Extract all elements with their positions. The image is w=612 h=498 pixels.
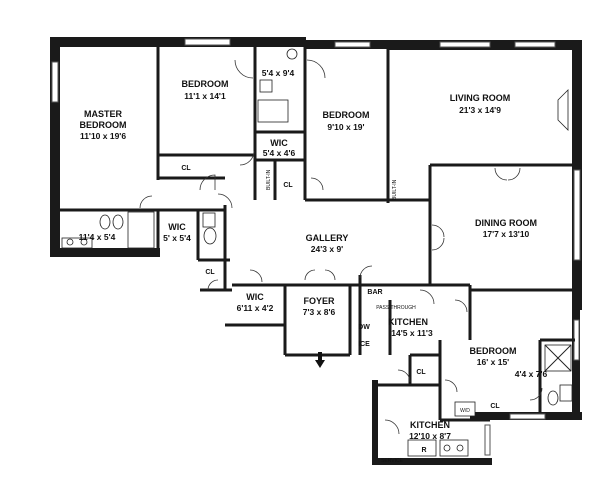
kitchen-service-name: KITCHEN [410, 420, 450, 430]
master-bedroom-dims: 11'10 x 19'6 [80, 131, 126, 141]
pass-through-label: PASS THROUGH [376, 305, 416, 311]
closet-label: CL [490, 403, 500, 410]
fixtures [61, 48, 573, 457]
foyer-name: FOYER [303, 296, 335, 306]
living-room-name: LIVING ROOM [450, 93, 511, 103]
door-swings [139, 59, 543, 435]
bath-top-dims: 5'4 x 9'4 [262, 68, 295, 78]
bar-label: BAR [367, 289, 382, 296]
gallery-dims: 24'3 x 9' [311, 244, 343, 254]
kitchen-main-dims: 14'5 x 11'3 [391, 328, 433, 338]
bedroom-1-dims: 11'1 x 14'1 [184, 91, 226, 101]
wic-top-dims: 5'4 x 4'6 [263, 148, 296, 158]
dining-room-name: DINING ROOM [475, 218, 537, 228]
closet-label: CL [181, 165, 191, 172]
service-label: SERVICE [381, 458, 404, 464]
wic-top-name: WIC [270, 138, 288, 148]
bedroom-2-name: BEDROOM [323, 110, 370, 120]
interior-walls [58, 40, 575, 422]
bedroom-3-dims: 16' x 15' [477, 357, 509, 367]
bedroom-2-dims: 9'10 x 19' [327, 122, 364, 132]
refrigerator-label: R [421, 447, 426, 454]
wic-left-name: WIC [168, 222, 186, 232]
wic-bottom-dims: 6'11 x 4'2 [237, 303, 274, 313]
built-in-label: BUILT-IN [392, 179, 398, 200]
master-bath-dims: 11'4 x 5'4 [79, 232, 116, 242]
bedroom-1-name: BEDROOM [182, 79, 229, 89]
small-labels: CL CL CL CL CL BUILT-IN BUILT-IN BAR PAS… [181, 165, 500, 464]
closet-label: CL [283, 182, 293, 189]
room-labels: MASTER BEDROOM 11'10 x 19'6 BEDROOM 11'1… [79, 68, 548, 441]
washer-dryer-label: W/D [460, 408, 470, 414]
bedroom-3-name: BEDROOM [470, 346, 517, 356]
kitchen-main-name: KITCHEN [388, 317, 428, 327]
wic-bottom-name: WIC [246, 292, 264, 302]
dishwasher-label: DW [358, 324, 370, 331]
bath-right-dims: 4'4 x 7'6 [515, 369, 548, 379]
living-room-dims: 21'3 x 14'9 [459, 105, 501, 115]
foyer-dims: 7'3 x 8'6 [303, 307, 336, 317]
wic-left-dims: 5' x 5'4 [163, 233, 191, 243]
built-in-label: BUILT-IN [266, 169, 272, 190]
gallery-name: GALLERY [306, 233, 349, 243]
windows [51, 38, 581, 456]
ice-label: ICE [358, 341, 370, 348]
kitchen-service-dims: 12'10 x 8'7 [409, 431, 451, 441]
closet-label: CL [205, 269, 215, 276]
closet-label: CL [416, 369, 426, 376]
dining-room-dims: 17'7 x 13'10 [483, 229, 530, 239]
master-bedroom-name-line2: BEDROOM [80, 120, 127, 130]
master-bedroom-name: MASTER [84, 109, 123, 119]
